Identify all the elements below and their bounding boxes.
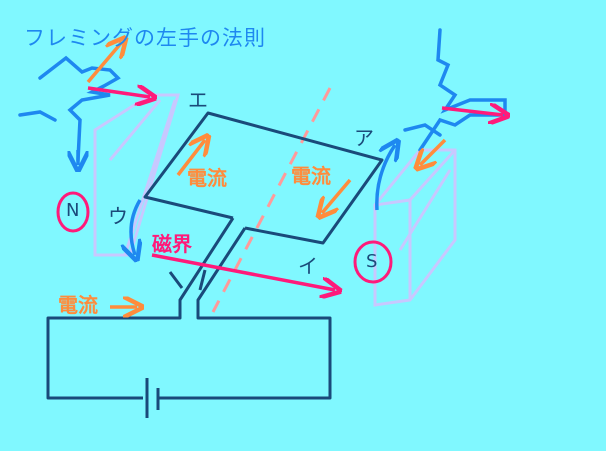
north-pole-circle [56, 191, 90, 233]
right-hand-sketch [403, 28, 507, 152]
field-arrow-hand-right [441, 108, 503, 115]
south-pole-circle [353, 240, 393, 284]
magnetic-field-arrow [151, 253, 335, 290]
label-i: イ [298, 254, 318, 278]
current-arrow-hand-right [420, 138, 447, 165]
label-a: ア [354, 126, 374, 150]
page-title: フレミングの左手の法則 [24, 26, 266, 50]
blue-rotation-arrow-left [131, 199, 140, 255]
coil-circuit [46, 111, 384, 418]
north-pole-label: N [66, 200, 80, 221]
label-u: ウ [108, 204, 128, 228]
south-magnet [373, 148, 457, 307]
magnetic-field-label: 磁界 [152, 232, 192, 256]
field-arrow-hand-left [87, 88, 150, 97]
rotation-axis [211, 87, 332, 313]
current-arrow-coil-left [176, 140, 205, 177]
left-hand-sketch [18, 55, 121, 162]
current-label-coil-right: 電流 [291, 164, 331, 188]
current-label-circuit: 電流 [58, 293, 98, 317]
current-arrow-hand-left [86, 42, 122, 84]
south-pole-label: S [366, 251, 378, 272]
blue-rotation-arrow-right [375, 145, 395, 211]
current-label-coil-left: 電流 [187, 166, 227, 190]
label-e: エ [188, 88, 208, 112]
current-arrow-coil-right [322, 178, 352, 213]
